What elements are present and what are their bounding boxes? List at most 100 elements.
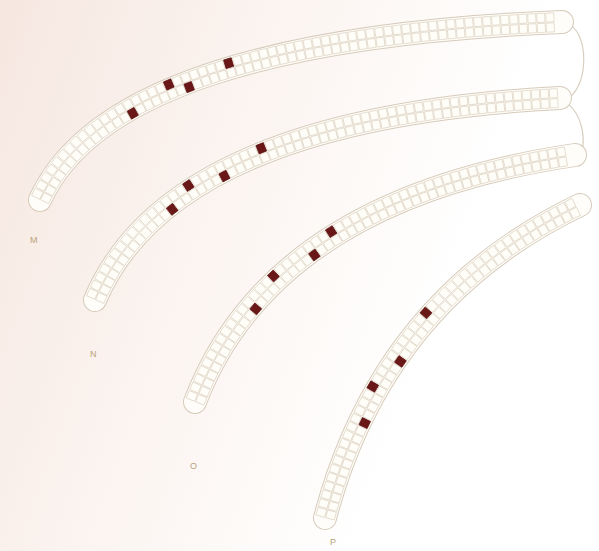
cell xyxy=(331,44,340,54)
cell xyxy=(349,41,358,51)
cell xyxy=(334,118,344,129)
cell xyxy=(492,16,501,26)
cell xyxy=(485,161,495,172)
cell xyxy=(429,31,438,41)
cell xyxy=(354,124,364,135)
cell xyxy=(328,130,338,141)
cell xyxy=(318,499,329,509)
strip-label: O xyxy=(190,462,197,471)
cell xyxy=(505,102,514,112)
cell xyxy=(316,507,327,517)
cell xyxy=(474,27,483,37)
cell xyxy=(465,28,474,38)
cell xyxy=(464,18,473,28)
cell xyxy=(241,53,251,64)
cell xyxy=(510,15,519,24)
cell xyxy=(546,13,554,22)
cell xyxy=(375,27,384,37)
cell xyxy=(549,89,557,98)
cell xyxy=(358,40,367,50)
cell xyxy=(383,26,392,36)
cell xyxy=(494,159,504,170)
cell xyxy=(549,158,558,168)
cell xyxy=(423,101,432,111)
cell xyxy=(371,120,381,130)
cell xyxy=(312,37,322,47)
cell xyxy=(459,96,468,106)
cell xyxy=(496,102,505,112)
strip-label: P xyxy=(330,538,336,547)
cell xyxy=(503,157,513,168)
cell xyxy=(270,56,280,67)
cell xyxy=(447,29,456,39)
cell xyxy=(290,130,300,141)
cell xyxy=(302,137,312,148)
cell xyxy=(460,106,469,116)
cell xyxy=(330,34,339,44)
cell xyxy=(514,165,524,175)
cell xyxy=(541,99,550,108)
cell xyxy=(282,133,292,144)
cell xyxy=(446,19,455,29)
cell xyxy=(252,60,262,71)
cell xyxy=(407,113,416,123)
cell xyxy=(299,128,309,139)
cell xyxy=(501,15,510,24)
cell xyxy=(455,18,464,28)
cell xyxy=(323,45,332,55)
cell xyxy=(483,26,492,36)
cell xyxy=(321,35,330,45)
cell xyxy=(539,150,548,160)
cell xyxy=(326,510,337,520)
strip-body xyxy=(325,205,580,518)
cell xyxy=(519,14,527,23)
cell xyxy=(450,97,459,107)
cell xyxy=(477,94,486,104)
cell xyxy=(394,35,403,45)
cell xyxy=(244,62,254,73)
cell xyxy=(513,91,522,101)
cell xyxy=(401,24,410,34)
cell xyxy=(416,112,425,122)
cell xyxy=(387,107,397,117)
cell xyxy=(296,50,306,60)
cell xyxy=(339,32,348,42)
cell xyxy=(378,108,388,118)
cell xyxy=(505,167,515,178)
cell xyxy=(361,112,371,122)
cell xyxy=(310,135,320,146)
cell xyxy=(432,99,441,109)
cell xyxy=(403,34,412,44)
cell xyxy=(421,32,430,42)
cell xyxy=(442,174,452,185)
cell xyxy=(537,23,545,32)
cell xyxy=(414,102,423,112)
cell xyxy=(519,24,527,33)
cell xyxy=(531,90,540,100)
cell xyxy=(328,501,339,511)
cell xyxy=(398,115,407,125)
cell xyxy=(470,175,480,186)
cell xyxy=(215,60,225,71)
cell xyxy=(478,104,487,114)
cell xyxy=(345,126,355,137)
cell xyxy=(442,108,451,118)
cell xyxy=(438,30,447,40)
cell xyxy=(488,171,498,182)
cell xyxy=(450,171,460,182)
strip-outline xyxy=(95,98,560,300)
cell xyxy=(437,20,446,30)
cell xyxy=(276,44,286,55)
cell xyxy=(428,21,437,31)
cell xyxy=(319,132,329,143)
cell xyxy=(532,100,541,110)
cell xyxy=(412,33,421,43)
cell xyxy=(501,25,510,34)
cell xyxy=(522,90,531,100)
cell xyxy=(521,153,531,163)
cell xyxy=(476,163,486,174)
cell xyxy=(512,155,522,165)
cell xyxy=(504,92,513,102)
cell xyxy=(459,168,469,179)
